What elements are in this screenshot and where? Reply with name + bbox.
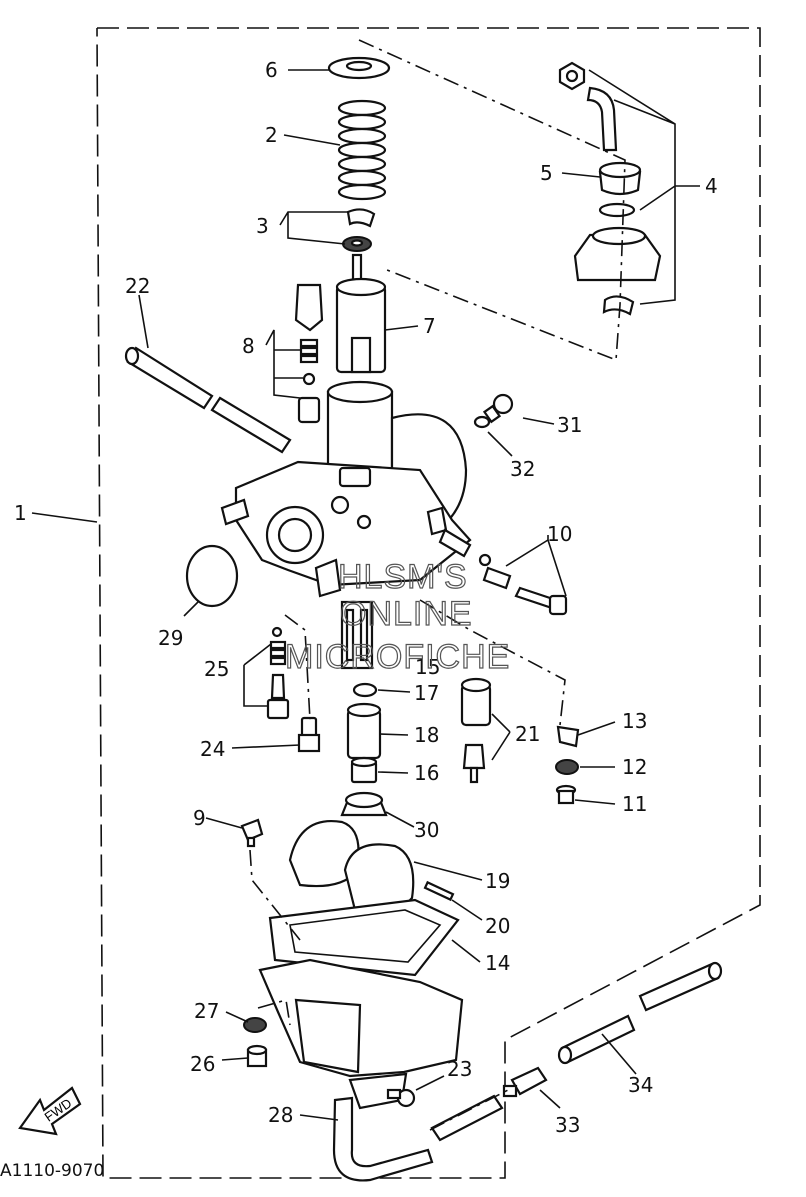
part-13-plate (556, 725, 580, 748)
part-20-float-pin (423, 880, 455, 902)
callout-7: 7 (423, 314, 436, 338)
watermark-line-1: HLSM'S (338, 558, 468, 596)
callout-5: 5 (540, 161, 553, 185)
callout-13: 13 (622, 709, 647, 733)
callout-29: 29 (158, 626, 183, 650)
assembly-frame (96, 27, 761, 1179)
part-30-valve-seat (340, 791, 388, 817)
dash-ref-9 (249, 849, 301, 941)
part-11-screw (555, 784, 577, 805)
callout-21: 21 (515, 722, 540, 746)
callout-2: 2 (265, 123, 278, 147)
part-9-plug (240, 818, 264, 848)
callout-14: 14 (485, 951, 510, 975)
callout-11: 11 (622, 792, 647, 816)
callout-9: 9 (193, 806, 206, 830)
callout-16: 16 (414, 761, 439, 785)
part-24-pilot-jet (297, 716, 321, 753)
callout-32: 32 (510, 457, 535, 481)
part-28-drain-pipe-end (430, 1094, 504, 1142)
part-31-screw (482, 393, 514, 424)
callout-1: 1 (14, 501, 27, 525)
callout-28: 28 (268, 1103, 293, 1127)
part-12-washer (555, 759, 579, 775)
callout-23: 23 (447, 1057, 472, 1081)
callout-15: 15 (415, 655, 440, 679)
callout-33: 33 (555, 1113, 580, 1137)
part-2-spring (337, 99, 387, 201)
part-6-washer (327, 56, 391, 80)
part-33-fitting (502, 1066, 548, 1098)
callout-6: 6 (265, 58, 278, 82)
float-chamber (258, 958, 464, 1110)
part-16-main-jet (350, 756, 378, 784)
leader-1 (31, 512, 98, 523)
dash-ref-25 (284, 614, 311, 721)
part-27-washer (243, 1017, 267, 1033)
watermark: HLSM'S ONLINE MICROFICHE (284, 557, 510, 676)
fwd-arrow-icon: FWD (18, 1086, 82, 1136)
part-7-throttle-valve (335, 253, 387, 374)
part-5-boot (598, 161, 642, 196)
part-29-o-ring (185, 544, 239, 608)
callout-25: 25 (204, 657, 229, 681)
callout-19: 19 (485, 869, 510, 893)
part-19-float (288, 819, 415, 913)
watermark-line-2: ONLINE (340, 595, 473, 633)
callout-12: 12 (622, 755, 647, 779)
callout-17: 17 (414, 681, 439, 705)
part-21-needle-valve (460, 677, 492, 784)
part-10-throttle-stop-screw (478, 553, 568, 616)
carburetor-body (220, 380, 472, 670)
part-17-o-ring (352, 682, 378, 698)
part-18-needle-jet-holder (346, 702, 382, 760)
leader-lines (138, 69, 700, 1121)
callout-20: 20 (485, 914, 510, 938)
part-3-clip-and-seat (342, 208, 376, 252)
callout-31: 31 (557, 413, 582, 437)
dash-ref-33 (429, 1089, 509, 1131)
callout-34: 34 (628, 1073, 653, 1097)
callout-labels: 1 2 3 4 5 6 7 8 9 10 11 12 13 14 15 16 1… (14, 58, 718, 1137)
part-23-screw (386, 1088, 416, 1108)
callout-27: 27 (194, 999, 219, 1023)
dash-ref-27 (257, 998, 291, 1026)
callout-26: 26 (190, 1052, 215, 1076)
callout-10: 10 (547, 522, 572, 546)
gasket-inner (289, 909, 442, 963)
part-26-drain-screw (246, 1044, 268, 1068)
callout-8: 8 (242, 334, 255, 358)
dash-cap-to-valve (358, 39, 626, 362)
callout-24: 24 (200, 737, 225, 761)
part-14-float-chamber-gasket (268, 898, 460, 977)
dash-ref-13 (419, 599, 566, 726)
callout-30: 30 (414, 818, 439, 842)
part-22-vent-tube (124, 346, 292, 454)
part-8-pilot-air-screw-set (294, 283, 324, 424)
callout-18: 18 (414, 723, 439, 747)
watermark-line-3: MICROFICHE (285, 638, 510, 676)
part-4-cap-assembly (558, 61, 662, 316)
callout-22: 22 (125, 274, 150, 298)
part-28-drain-pipe (332, 1096, 434, 1182)
part-32-washer (473, 415, 491, 429)
part-25-pilot-screw-set (266, 626, 290, 720)
callout-4: 4 (705, 174, 718, 198)
figure-code: A1110-9070 (0, 1161, 104, 1181)
callout-3: 3 (256, 214, 269, 238)
part-34-fuel-hose (557, 961, 723, 1065)
